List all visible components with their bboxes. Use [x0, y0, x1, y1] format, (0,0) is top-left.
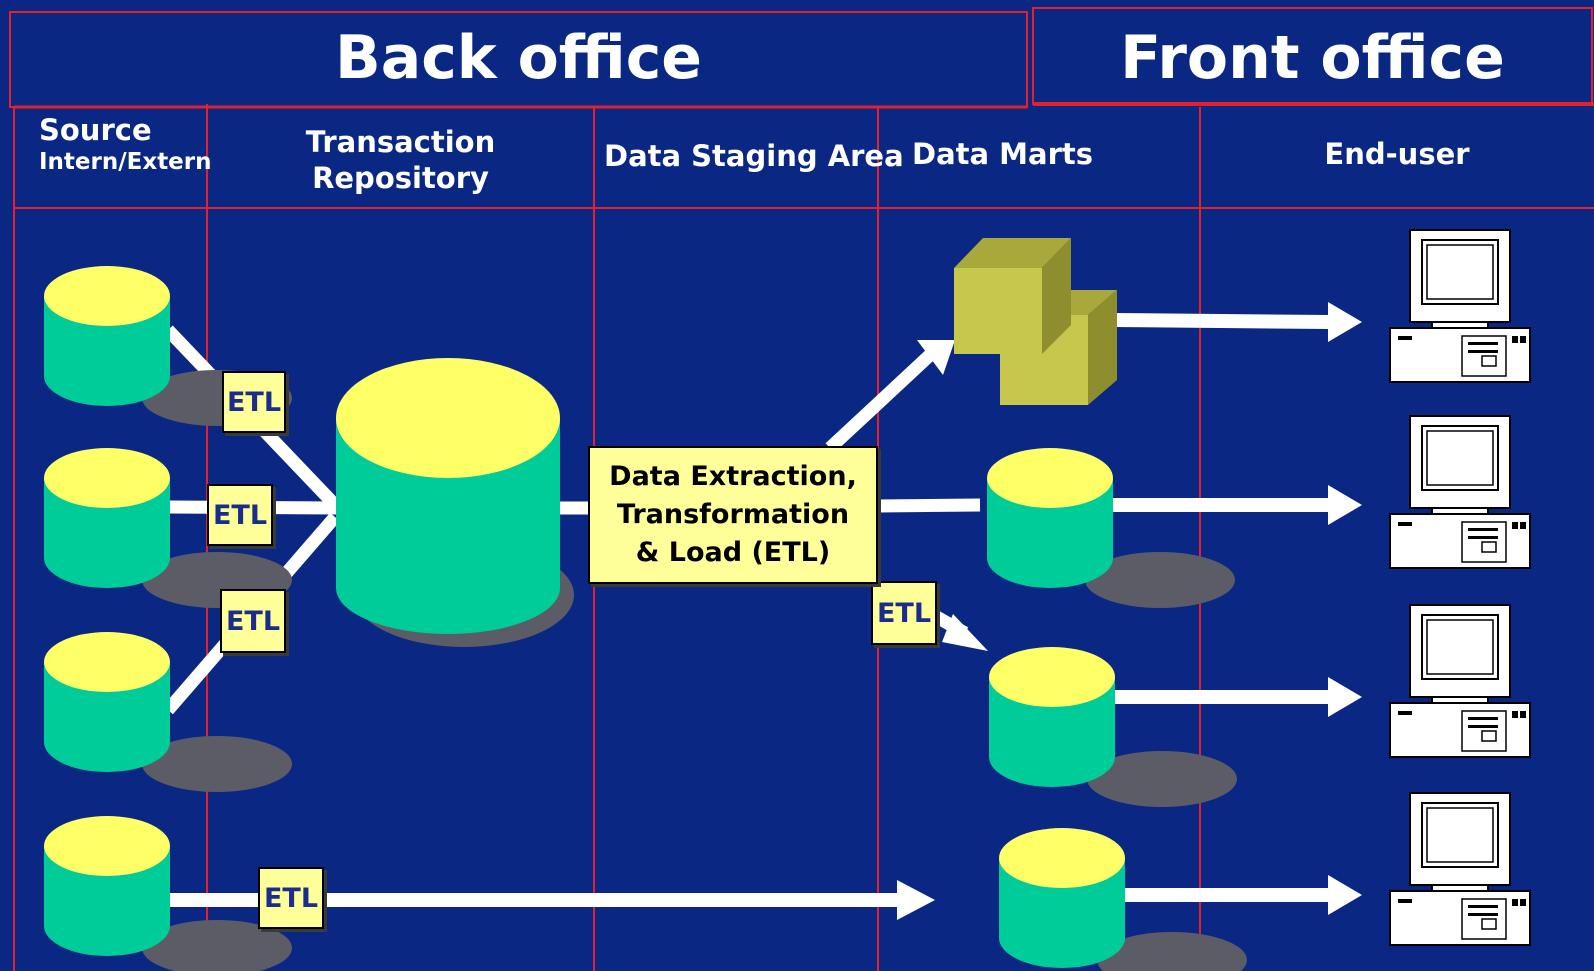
staging-to-marts-arrows — [825, 340, 988, 651]
back-office-title: Back office — [335, 22, 702, 93]
etl-process-box: Data Extraction, Transformation & Load (… — [588, 446, 878, 584]
etl-tag: ETL — [220, 589, 286, 653]
etl-process-line3: & Load (ETL) — [635, 537, 831, 568]
etl-process-line1: Data Extraction, — [609, 461, 857, 492]
olap-cube-icon — [954, 238, 1117, 405]
transaction-header-line2: Repository — [312, 161, 489, 196]
marts-to-enduser-arrows — [1105, 302, 1362, 915]
staging-area-header: Data Staging Area — [604, 139, 904, 173]
data-marts-header: Data Marts — [912, 137, 1094, 171]
etl-tag: ETL — [207, 484, 273, 546]
desktop-computer-icon — [1389, 792, 1531, 946]
source-column-header: Source Intern/Extern — [39, 112, 212, 177]
front-office-title: Front office — [1120, 22, 1505, 93]
source-subtitle: Intern/Extern — [39, 149, 212, 176]
data-mart-database-1 — [987, 448, 1235, 608]
desktop-computer-icon — [1389, 415, 1531, 569]
etl-tag: ETL — [871, 581, 937, 645]
source-database-3 — [44, 632, 292, 792]
desktop-computer-icon — [1389, 229, 1531, 383]
end-user-header: End-user — [1324, 137, 1470, 171]
transaction-repository-header: Transaction Repository — [207, 124, 594, 197]
transaction-header-line1: Transaction — [305, 125, 496, 159]
etl-tag: ETL — [222, 371, 286, 433]
etl-tag: ETL — [258, 867, 324, 929]
desktop-computer-icon — [1389, 604, 1531, 758]
transaction-repository-database — [336, 358, 574, 647]
source-title: Source — [39, 113, 152, 147]
etl-process-line2: Transformation — [616, 499, 850, 530]
section-frames — [9, 7, 1594, 971]
